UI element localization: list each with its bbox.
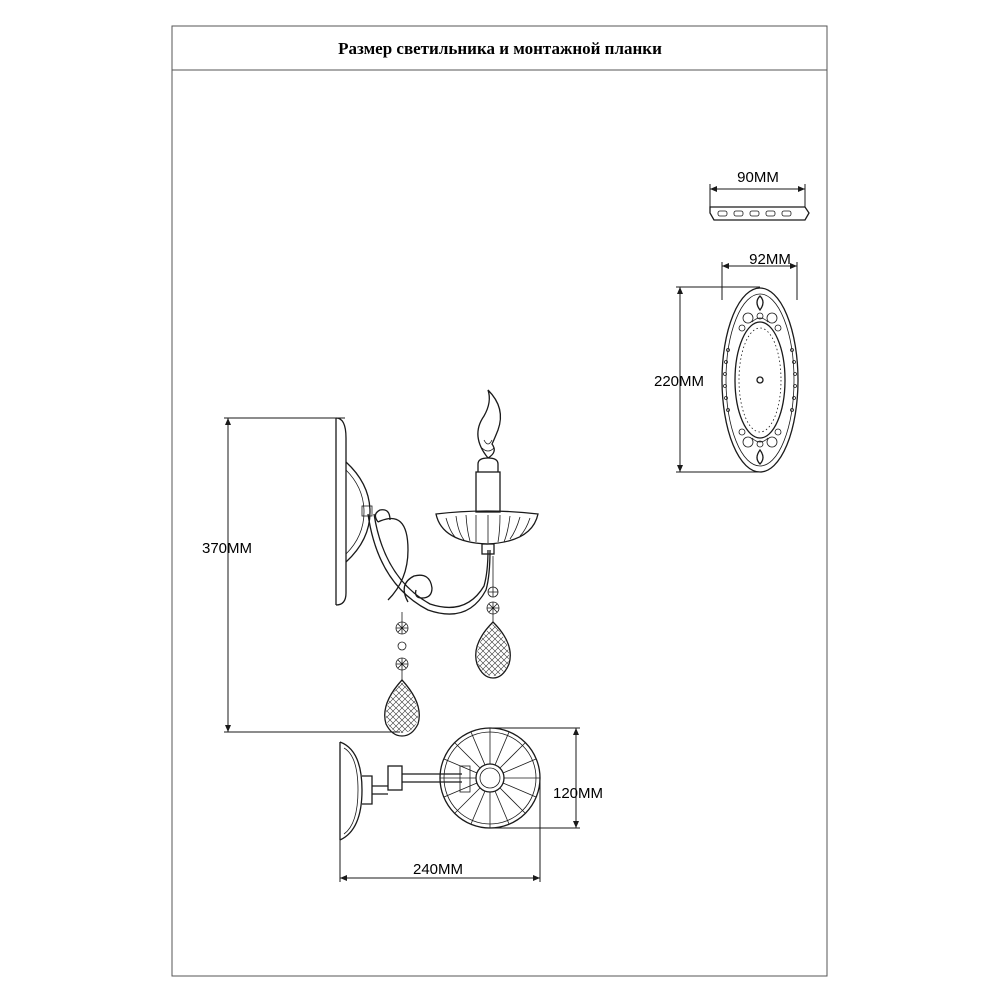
plate-width-label: 92MM: [749, 251, 791, 268]
drawing-title: Размер светильника и монтажной планки: [338, 39, 662, 58]
plate-thickness-label: 90MM: [737, 169, 779, 186]
drawing-frame: [171, 25, 828, 977]
lamp-top-view: 120MM 240MM: [339, 727, 603, 882]
lamp-height-label: 370MM: [202, 540, 252, 557]
plate-height-label: 220MM: [654, 373, 704, 390]
lamp-depth-label: 240MM: [413, 861, 463, 878]
mounting-plate-front-view: 92MM 220MM: [654, 251, 799, 473]
mounting-plate-side-view: 90MM: [709, 169, 810, 221]
cup-diameter-label: 120MM: [553, 785, 603, 802]
lamp-side-view: 370MM: [202, 389, 539, 737]
